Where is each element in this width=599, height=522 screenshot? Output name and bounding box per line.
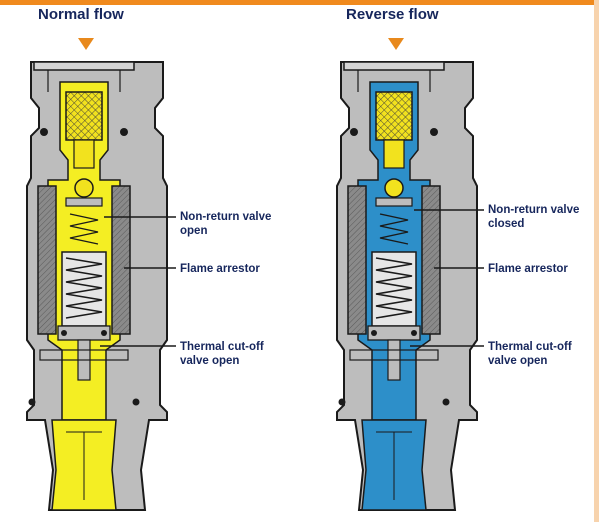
label-line: valve open (180, 355, 240, 367)
flow-direction-arrow-icon (388, 38, 404, 50)
reverse-non-return-label: Non-return valve closed (488, 203, 579, 231)
label-line: Thermal cut-off (488, 341, 572, 353)
reverse-flow-title: Reverse flow (346, 6, 439, 23)
label-line: valve open (488, 355, 548, 367)
normal-thermal-label: Thermal cut-off valve open (180, 340, 264, 368)
normal-flame-arrestor-label: Flame arrestor (180, 263, 260, 275)
reverse-flow-valve (336, 61, 478, 511)
right-accent-bar (594, 0, 599, 522)
normal-flow-valve (26, 61, 168, 511)
normal-non-return-label: Non-return valve open (180, 210, 271, 238)
label-line: open (180, 225, 208, 237)
flow-direction-arrow-icon (78, 38, 94, 50)
label-line: Thermal cut-off (180, 341, 264, 353)
top-accent-bar (0, 0, 599, 5)
normal-flow-title: Normal flow (38, 6, 124, 23)
reverse-thermal-label: Thermal cut-off valve open (488, 340, 572, 368)
label-line: Non-return valve (180, 211, 272, 223)
label-line: closed (488, 218, 525, 230)
reverse-flame-arrestor-label: Flame arrestor (488, 263, 568, 275)
label-line: Non-return valve (488, 204, 580, 216)
